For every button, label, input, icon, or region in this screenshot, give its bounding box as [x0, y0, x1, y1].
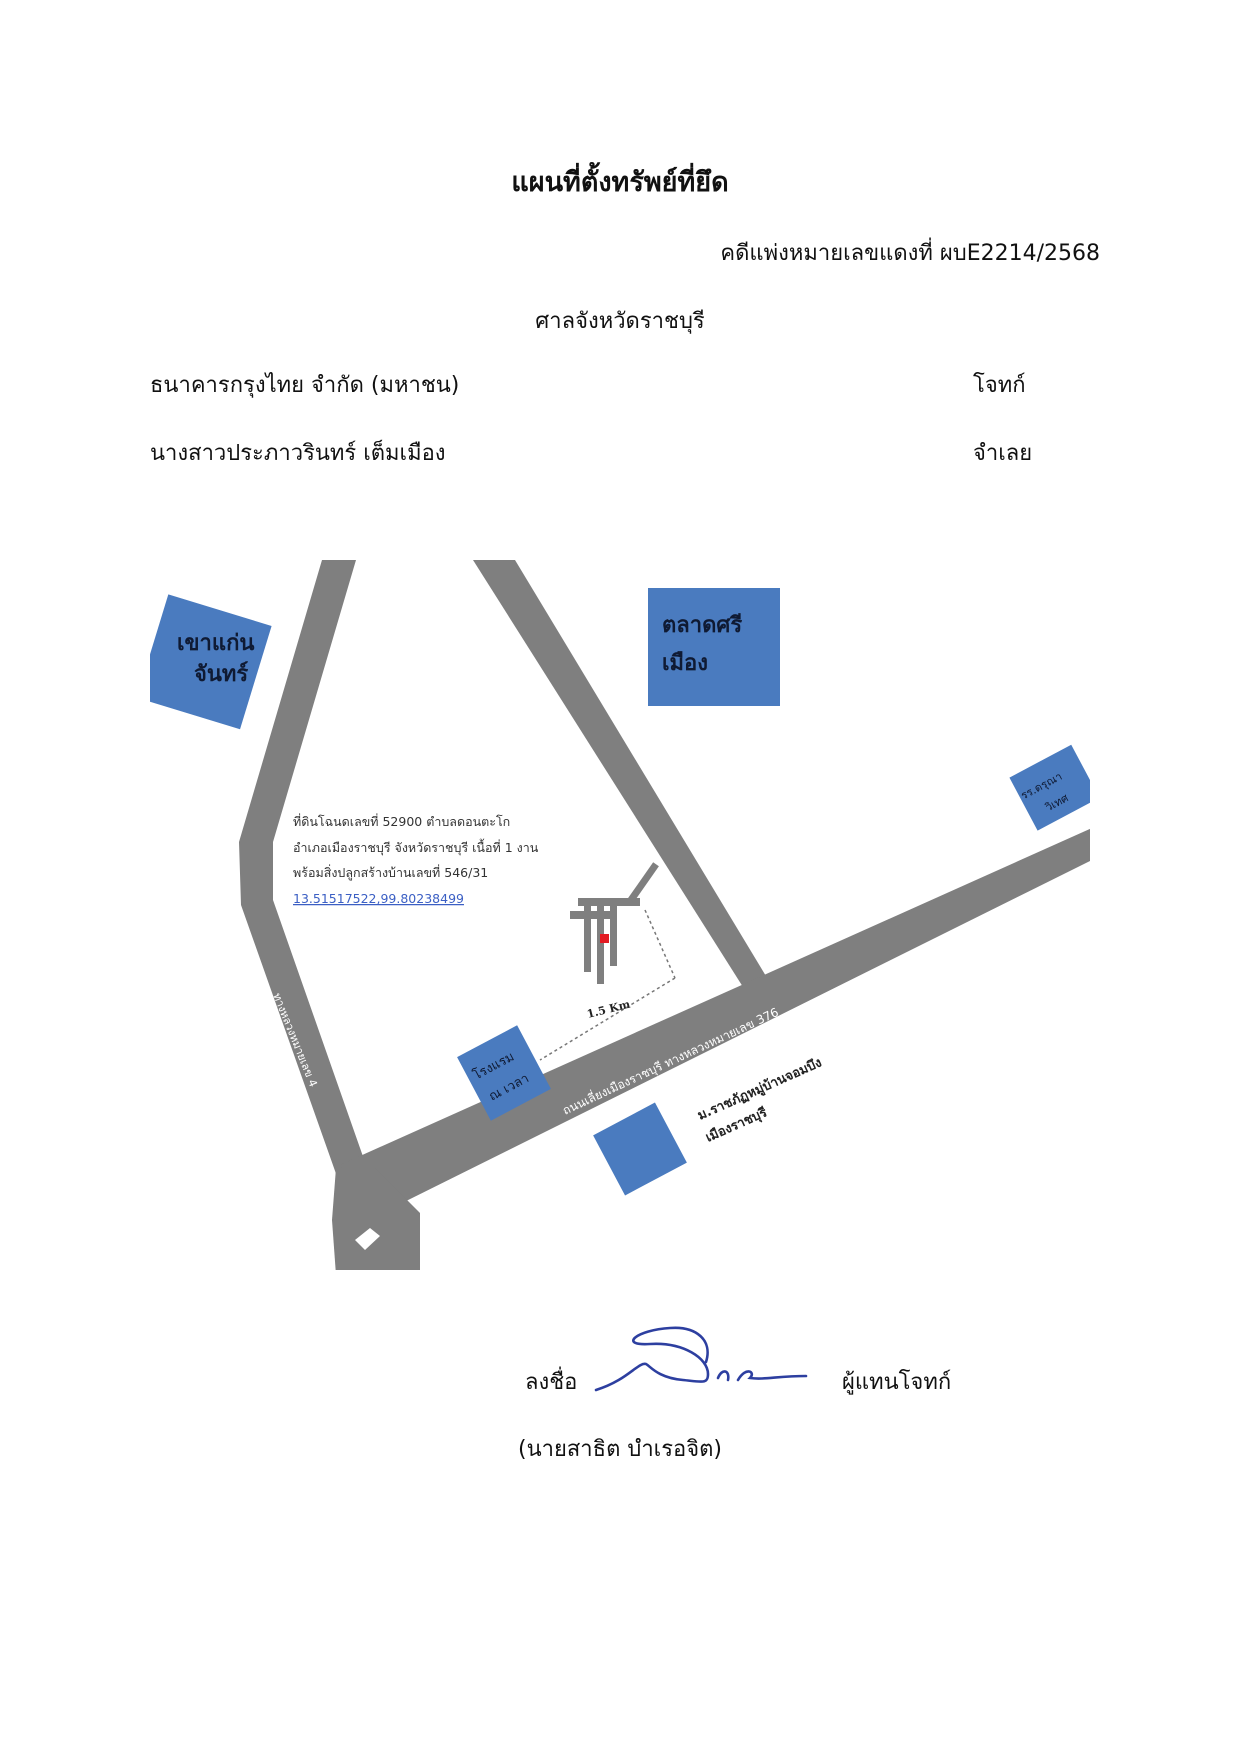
property-marker — [600, 934, 609, 943]
landmark-hotel: โรงแรม ณ เวลา — [457, 1025, 551, 1121]
road-west — [239, 560, 373, 1185]
plot-lane — [584, 898, 591, 972]
property-text: ที่ดินโฉนดเลขที่ 52900 ตำบลดอนตะโก — [293, 813, 510, 829]
landmark-label: จันทร์ — [194, 661, 248, 687]
coordinates-link[interactable]: 13.51517522,99.80238499 — [293, 891, 464, 906]
landmark-university-block — [593, 1102, 687, 1196]
landmark-karuna-wit-school: รร.ดรุณา วิเทศ — [1009, 744, 1090, 831]
roads — [239, 560, 1090, 1270]
landmark-label: ตลาดศรี — [662, 613, 742, 638]
landmark-block — [1009, 744, 1090, 831]
court-name: ศาลจังหวัดราชบุรี — [535, 309, 705, 334]
location-map: เขาแก่น จันทร์ ตลาดศรี เมือง รร.ดรุณา วิ… — [150, 560, 1090, 1270]
road-diagonal — [473, 560, 778, 1006]
plot-lane — [610, 898, 617, 966]
property-description: ที่ดินโฉนดเลขที่ 52900 ตำบลดอนตะโก อำเภอ… — [293, 813, 539, 906]
case-number: คดีแพ่งหมายเลขแดงที่ ผบE2214/2568 — [720, 241, 1100, 266]
roundabout-island — [355, 1228, 380, 1250]
landmark-block — [457, 1025, 551, 1121]
signer-name: (นายสาธิต บำเรอจิต) — [518, 1437, 722, 1462]
property-text: พร้อมสิ่งปลูกสร้างบ้านเลขที่ 546/31 — [293, 864, 488, 881]
document-title: แผนที่ตั้งทรัพย์ที่ยึด — [511, 167, 729, 198]
distance-line — [644, 909, 676, 979]
signature-stroke — [594, 1326, 710, 1392]
distance-label: 1.5 Km — [586, 998, 632, 1021]
signature-role: ผู้แทนโจทก์ — [842, 1370, 952, 1395]
landmark-khao-kaen-chan: เขาแก่น จันทร์ — [150, 594, 272, 730]
plot-lane — [627, 862, 659, 903]
landmark-block — [648, 588, 780, 706]
defendant-role: จำเลย — [973, 441, 1033, 466]
property-text: อำเภอเมืองราชบุรี จังหวัดราชบุรี เนื้อที… — [293, 838, 539, 856]
plaintiff-role: โจทก์ — [973, 373, 1026, 398]
property-plot — [570, 862, 659, 984]
signature-stroke — [716, 1370, 808, 1382]
plaintiff-name: ธนาคารกรุงไทย จำกัด (มหาชน) — [150, 373, 460, 398]
landmark-talat-si-mueang: ตลาดศรี เมือง — [648, 588, 780, 706]
signature-label: ลงชื่อ — [525, 1370, 578, 1395]
landmark-label: เขาแก่น — [177, 631, 254, 656]
landmark-block — [150, 594, 272, 730]
distance-line — [539, 977, 676, 1061]
defendant-name: นางสาวประภาวรินทร์ เต็มเมือง — [150, 441, 446, 466]
road-bypass — [340, 828, 1090, 1215]
road-junction — [332, 1168, 420, 1270]
handwritten-signature — [594, 1326, 808, 1392]
plot-lane — [578, 898, 640, 906]
landmark-label: เมือง — [662, 651, 708, 676]
